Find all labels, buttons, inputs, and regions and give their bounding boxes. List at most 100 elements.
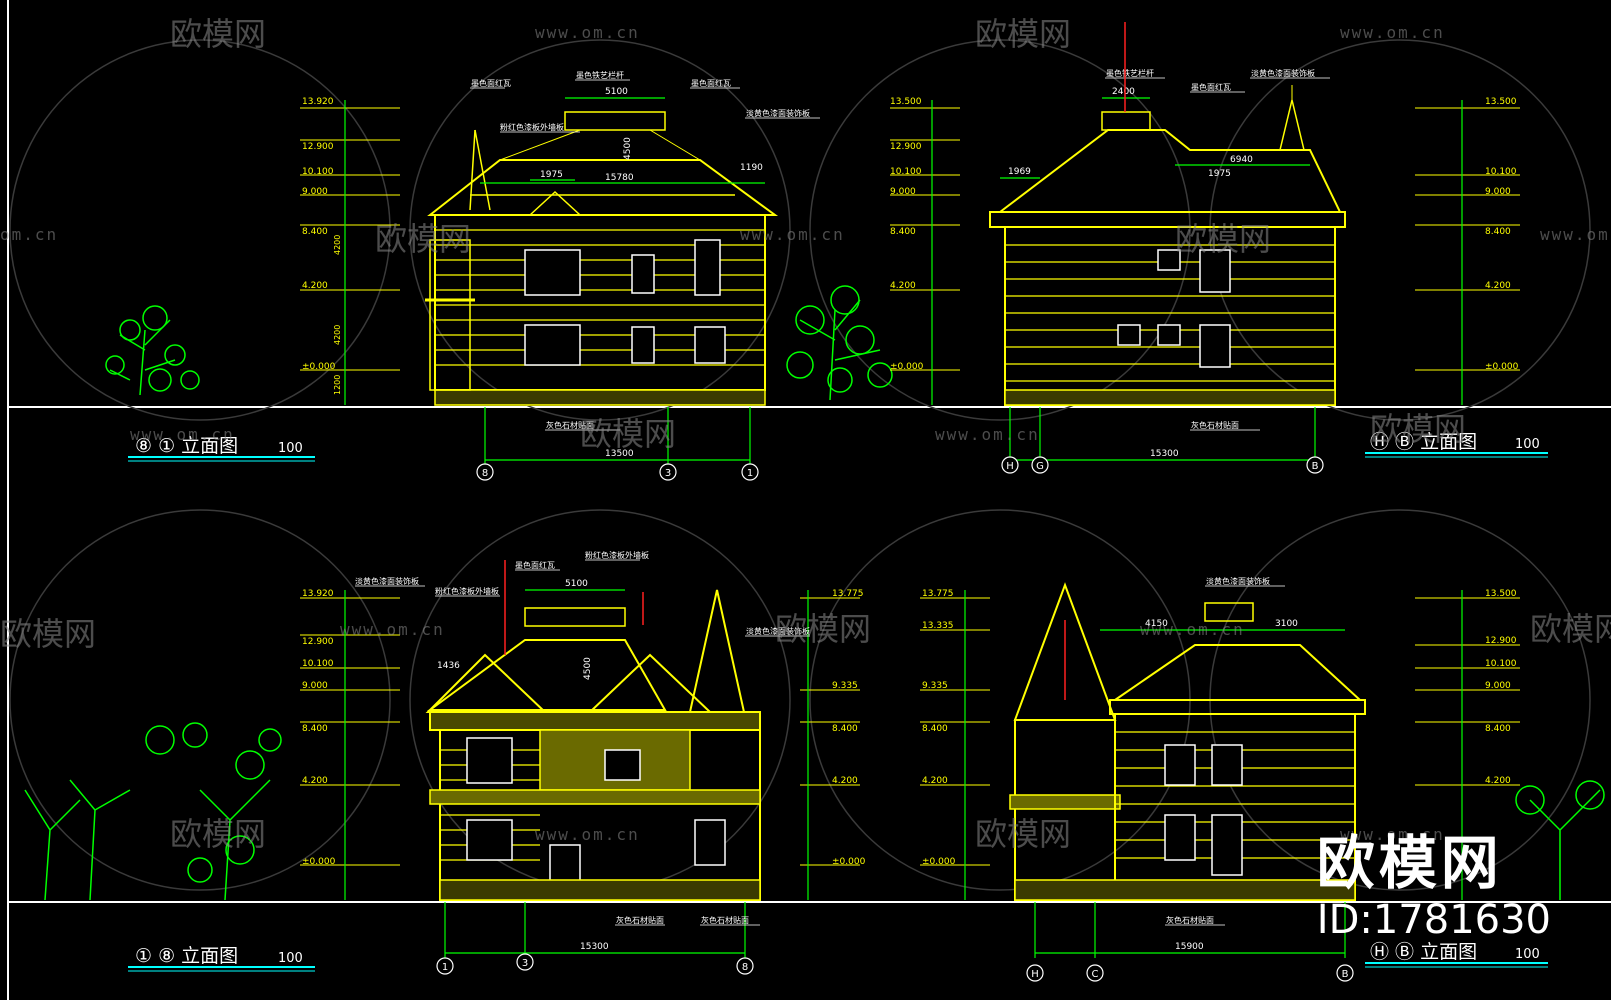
elev-label: ±0.000	[302, 362, 336, 372]
axis-bubbles	[436, 456, 1354, 982]
note: 淡黄色漆面装饰板	[746, 108, 810, 118]
elevation-marks-bottom-left: 13.920 12.900 10.100 9.000 8.400 4.200 ±…	[300, 589, 400, 900]
view-scale: 100	[278, 951, 303, 966]
elevation-top-left	[425, 111, 779, 406]
elev-label: 10.100	[1485, 167, 1517, 177]
elevation-marks-bottom-right: 13.500 12.900 10.100 9.000 8.400 4.200	[1415, 589, 1520, 900]
watermark-url: www.om.cn	[130, 425, 235, 444]
watermark-logo: 欧模网	[975, 815, 1071, 853]
elev-label: 13.775	[832, 589, 864, 599]
watermark-logo: 欧模网	[580, 415, 676, 453]
watermark-url: om.cn	[0, 225, 58, 244]
height-dim: 1200	[333, 375, 342, 395]
axis-label: H	[1006, 461, 1014, 472]
dim-text: 1436	[437, 661, 460, 671]
axis-label: 1	[747, 468, 753, 479]
watermark-logo: 欧模网	[975, 15, 1071, 53]
brand-name: 欧模网	[1316, 829, 1503, 897]
dim-text: 15780	[605, 173, 634, 183]
note: 粉红色漆板外墙板	[500, 122, 564, 132]
elev-label: 12.900	[890, 142, 922, 152]
dim-text: 4500	[623, 137, 633, 160]
axis-labels: 8 3 1 H G B 1 3 8 H C B	[442, 461, 1349, 980]
dim-text: 6940	[1230, 155, 1253, 165]
axis-label: C	[1092, 969, 1099, 980]
watermark-url: www.om.cn	[1340, 23, 1445, 42]
view-title: Ⓗ Ⓑ 立面图	[1370, 431, 1477, 453]
elev-label: 10.100	[890, 167, 922, 177]
tree-top-left	[105, 305, 200, 396]
elev-label: 9.000	[1485, 187, 1511, 197]
elev-label: 8.400	[1485, 227, 1511, 237]
note: 灰色石材贴面	[616, 915, 664, 925]
note: 粉红色漆板外墙板	[435, 586, 499, 596]
elevation-marks-top-mid: 13.500 12.900 10.100 9.000 8.400 4.200 ±…	[890, 97, 960, 405]
watermark-circles	[9, 39, 1591, 891]
note: 淡黄色漆面装饰板	[1206, 576, 1270, 586]
watermark-url: www.om.cn	[740, 225, 845, 244]
note: 墨色面红瓦	[515, 560, 555, 570]
elev-label: 9.000	[1485, 681, 1511, 691]
elevation-top-right	[989, 85, 1346, 406]
height-dim: 4200	[333, 325, 342, 345]
elev-label: ±0.000	[922, 857, 956, 867]
dimension-texts: 13500 15300 15300 15900 5100 1975 15780 …	[437, 87, 1298, 952]
dim-text: 15300	[1150, 449, 1179, 459]
note: 灰色石材贴面	[546, 420, 594, 430]
note: 淡黄色漆面装饰板	[355, 576, 419, 586]
axis-label: 3	[522, 958, 528, 969]
tree-top-middle	[786, 285, 893, 401]
brand-id: ID:1781630	[1316, 897, 1551, 943]
elev-label: 10.100	[302, 167, 334, 177]
view-title: Ⓗ Ⓑ 立面图	[1370, 941, 1477, 963]
elevation-marks-top-right: 13.500 10.100 9.000 8.400 4.200 ±0.000	[1415, 97, 1520, 405]
brand-overlay: 欧模网 ID:1781630	[1317, 834, 1551, 940]
tree-bottom-left	[24, 722, 282, 901]
view-titles: ⑧ ① 立面图 100 Ⓗ Ⓑ 立面图 100 ① ⑧ 立面图 100 Ⓗ Ⓑ …	[128, 431, 1548, 972]
elev-label: 9.335	[922, 681, 948, 691]
elev-label: 8.400	[302, 724, 328, 734]
height-dim: 4200	[333, 235, 342, 255]
red-centre-lines	[504, 22, 1126, 700]
elev-label: 8.400	[922, 724, 948, 734]
dim-text: 15300	[580, 942, 609, 952]
elev-label: 4.200	[302, 776, 328, 786]
watermark-logo: 欧模网	[1370, 410, 1466, 448]
note: 粉红色漆板外墙板	[585, 550, 649, 560]
elev-label: 8.400	[302, 227, 328, 237]
note: 灰色石材贴面	[1191, 420, 1239, 430]
elev-label: 4.200	[1485, 281, 1511, 291]
view-title: ⑧ ① 立面图	[135, 435, 238, 457]
dim-text: 5100	[605, 87, 628, 97]
axis-label: G	[1036, 461, 1044, 472]
elev-label: 13.500	[890, 97, 922, 107]
note: 墨色面红瓦	[691, 78, 731, 88]
watermark-url: www.om.cn	[535, 825, 640, 844]
elev-label: 10.100	[302, 659, 334, 669]
axis-label: B	[1342, 969, 1349, 980]
watermarks: 欧模网 www.om.cn 欧模网 www.om.cn om.cn 欧模网 ww…	[0, 15, 1611, 853]
elevation-bottom-left	[425, 589, 761, 901]
elev-label: 12.900	[302, 142, 334, 152]
axis-label: H	[1031, 969, 1039, 980]
view-scale: 100	[278, 441, 303, 456]
elev-label: 13.920	[302, 97, 334, 107]
watermark-url: www.om.cn	[535, 23, 640, 42]
watermark-logo: 欧模网	[170, 15, 266, 53]
elev-label: 10.100	[1485, 659, 1517, 669]
axis-label: 8	[742, 962, 748, 973]
note: 墨色面红瓦	[471, 78, 511, 88]
elev-label: 13.920	[302, 589, 334, 599]
dim-text: 2400	[1112, 87, 1135, 97]
elevation-marks-top-left: 13.920 12.900 10.100 9.000 8.400 4.200 ±…	[300, 97, 400, 405]
note: 墨色铁艺栏杆	[1106, 68, 1154, 78]
elev-label: 8.400	[832, 724, 858, 734]
dim-text: 4500	[583, 657, 593, 680]
dim-text: 5100	[565, 579, 588, 589]
watermark-logo: 欧模网	[1175, 220, 1271, 258]
dim-text: 13500	[605, 449, 634, 459]
watermark-logo: 欧模网	[375, 220, 471, 258]
elev-label: ±0.000	[890, 362, 924, 372]
dim-text: 1190	[740, 163, 763, 173]
